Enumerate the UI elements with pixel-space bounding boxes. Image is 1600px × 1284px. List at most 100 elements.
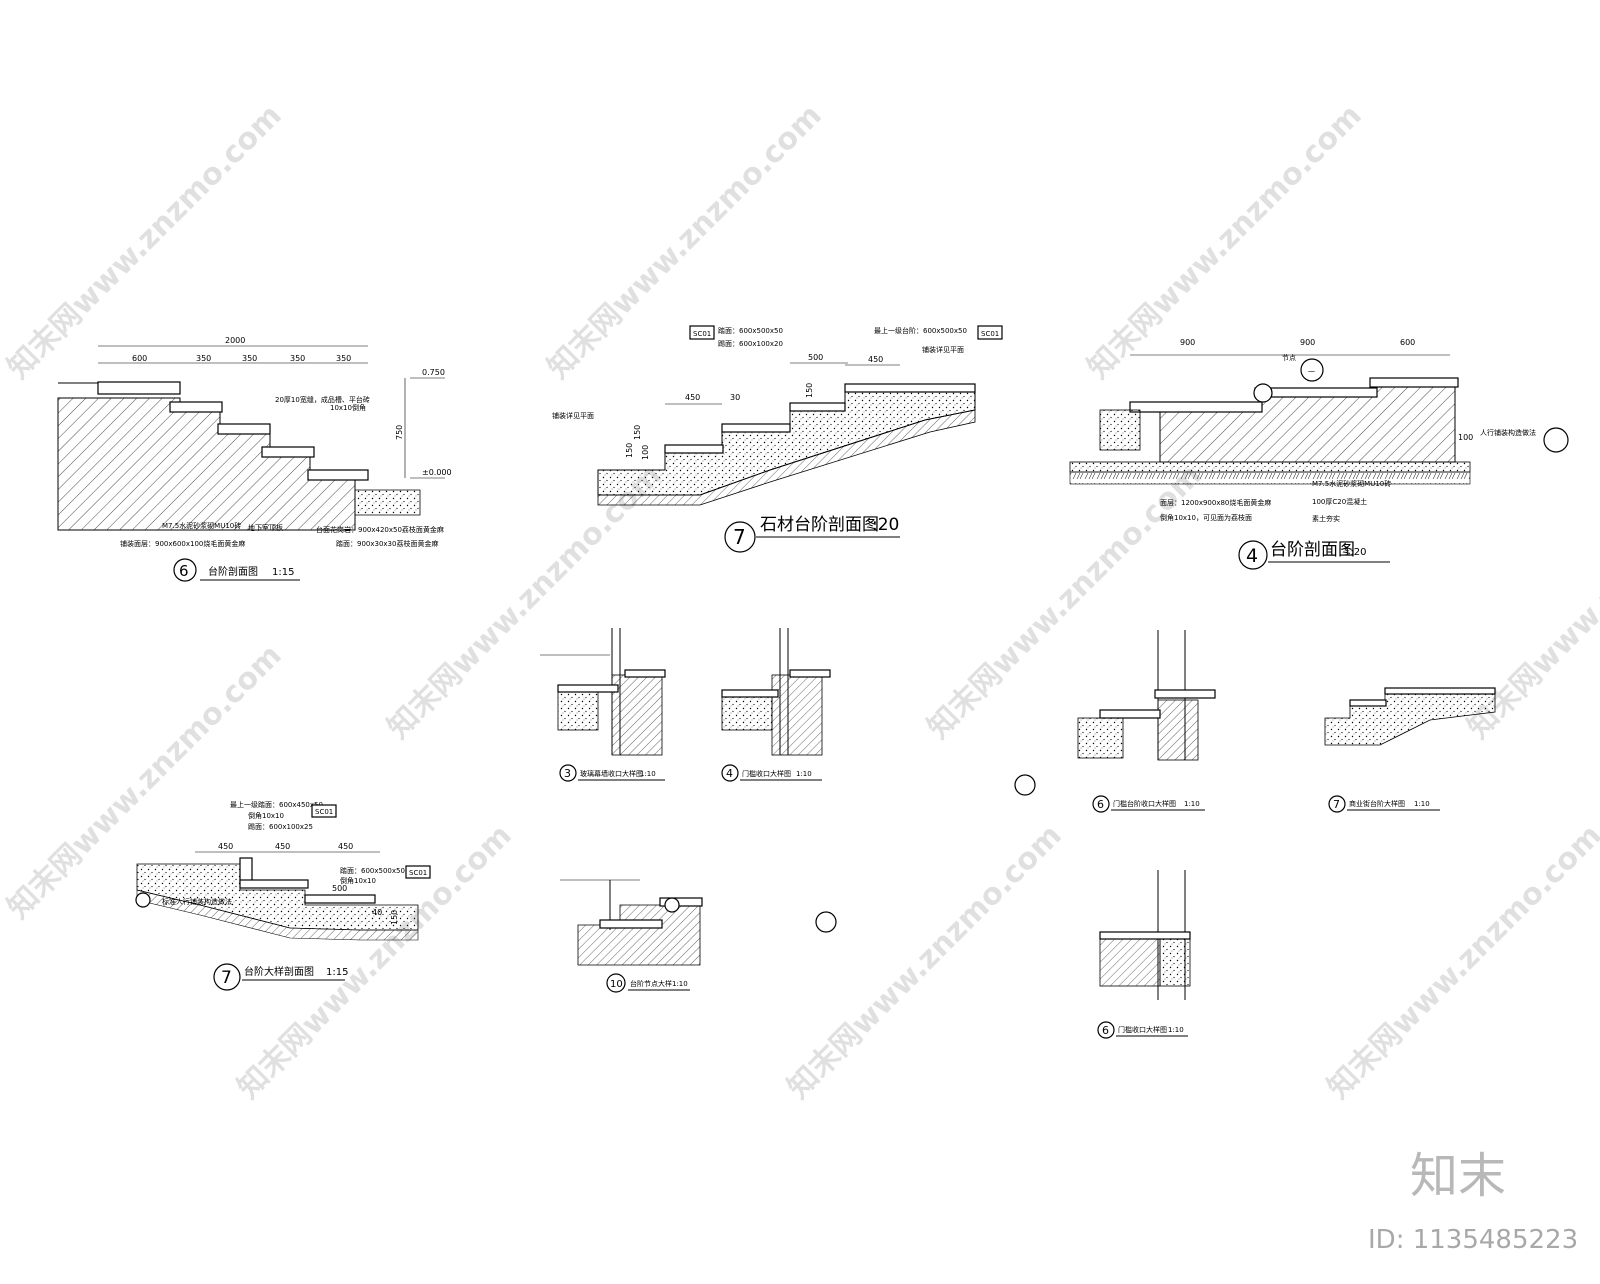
annotation: 踢面：600x100x20 — [718, 340, 783, 348]
detail-scale: 1:10 — [1414, 800, 1430, 808]
dimension-label: 450 — [338, 842, 353, 851]
detail-6-step-section: 2000 600 350 350 350 350 0.750 ±0.000 75… — [57, 336, 452, 582]
detail-number: 3 — [564, 767, 571, 780]
detail-title: 石材台阶剖面图 — [760, 515, 879, 535]
annotation: 倒角10x10 — [248, 811, 284, 820]
dimension-label: 450 — [685, 393, 700, 402]
annotation: 面层：1200x900x80烧毛面黄金麻 — [1160, 498, 1271, 507]
detail-number-circle — [724, 521, 756, 553]
detail-scale: 1:10 — [796, 770, 812, 778]
material-tag — [311, 804, 337, 818]
material-tag-label: SC01 — [981, 330, 999, 338]
annotation: 铺装面层：900x600x100烧毛面黄金麻 — [120, 539, 245, 548]
dimension-label: 350 — [196, 354, 211, 363]
detail-number: 6 — [1097, 798, 1104, 811]
level-label: 0.750 — [422, 368, 445, 377]
watermark-text: 知末网www.znzmo.com — [1081, 98, 1369, 386]
detail-number: 4 — [726, 767, 733, 780]
watermark-layer: 知末网www.znzmo.com 知末网www.znzmo.com 知末网www… — [1, 98, 1600, 1106]
annotation: 踏面：900x30x30荔枝面黄金麻 — [336, 539, 438, 548]
annotation: 地下室顶板 — [248, 523, 283, 532]
annotation: 踏面：600x500x50 — [718, 326, 783, 335]
annotation: 倒角10x10，可见面为荔枝面 — [1160, 513, 1252, 522]
material-tag-label: SC01 — [409, 869, 427, 877]
material-tag — [405, 865, 431, 879]
node-label: 节点 — [1282, 354, 1296, 362]
watermark-text: 知末网www.znzmo.com — [1, 98, 289, 386]
annotation: 台面花岗岩：900x420x50荔枝面黄金麻 — [316, 525, 444, 534]
dimension-label: 100 — [1458, 433, 1473, 442]
detail-title: 门槛收口大样图 — [742, 769, 791, 778]
dimension-label: 450 — [218, 842, 233, 851]
annotation: 最上一级台阶：600x500x50 — [874, 326, 967, 335]
detail-number-circle — [173, 558, 197, 582]
detail-scale: 1:15 — [272, 567, 294, 578]
callout-circle — [1253, 383, 1273, 403]
dimension-label: 900 — [1180, 338, 1195, 347]
watermark-text: 知末网www.znzmo.com — [1321, 818, 1600, 1106]
dimension-label: 500 — [332, 884, 347, 893]
detail-10-step-node: 10 台阶节点大样 1:10 — [560, 879, 837, 993]
callout-circle — [135, 892, 151, 908]
detail-scale: 1:10 — [1184, 800, 1200, 808]
detail-6-threshold-step: 6 门槛台阶收口大样图 1:10 — [1077, 630, 1216, 813]
dimension-label: 750 — [395, 425, 404, 440]
annotation: 100厚C20混凝土 — [1312, 497, 1367, 506]
dimension-label: 500 — [808, 353, 823, 362]
detail-scale: 1:10 — [640, 770, 656, 778]
dimension-label: 350 — [336, 354, 351, 363]
brand-logo: 知末 — [1410, 1148, 1506, 1204]
dimension-label: 450 — [868, 355, 883, 364]
annotation: 倒角10x10 — [340, 876, 376, 885]
dimension-label: 100 — [641, 445, 650, 460]
watermark-text: 知末网www.znzmo.com — [541, 98, 829, 386]
dimension-label: 150 — [633, 425, 642, 440]
detail-number-circle — [721, 764, 739, 782]
dimension-label: 150 — [805, 383, 814, 398]
detail-number: 7 — [221, 968, 232, 988]
detail-scale: 1:10 — [1168, 1026, 1184, 1034]
dimension-label: 2000 — [225, 336, 245, 345]
dimension-label: 350 — [242, 354, 257, 363]
annotation: 20厚10宽缝，成品槽、平台砖 — [275, 395, 370, 404]
material-tag — [977, 325, 1003, 340]
detail-number-circle — [213, 963, 241, 991]
detail-scale: :20 — [872, 515, 899, 535]
watermark-text: 知末网www.znzmo.com — [231, 818, 519, 1106]
level-label: ±0.000 — [422, 468, 452, 477]
detail-number-circle — [1328, 795, 1346, 813]
dimension-label: 600 — [1400, 338, 1415, 347]
detail-scale: 1:10 — [672, 980, 688, 988]
material-tag — [689, 325, 715, 340]
detail-number-circle — [1097, 1021, 1115, 1039]
annotation: 踢面：600x100x25 — [248, 823, 313, 831]
detail-4-step-section: 900 900 600 一 节点 人行铺装构造做法 100 M7.5水泥砂浆砌M… — [1069, 338, 1569, 570]
detail-number-circle — [1092, 795, 1110, 813]
detail-title: 玻璃幕墙收口大样图 — [580, 769, 643, 778]
node-ref: 一 — [1308, 368, 1315, 376]
asset-id: ID: 1135485223 — [1368, 1225, 1578, 1255]
annotation: 最上一级踏面：600x450x50 — [230, 800, 323, 809]
annotation: 人行铺装构造做法 — [1480, 428, 1536, 437]
dimension-label: 600 — [132, 354, 147, 363]
annotation: 标准人行铺装构造做法 — [162, 897, 232, 906]
detail-4-door-threshold: 4 门槛收口大样图 1:10 — [721, 628, 831, 782]
detail-number: 7 — [1333, 798, 1340, 811]
material-tag-label: SC01 — [693, 330, 711, 338]
detail-7-step-detail-section: 450 450 450 500 40 150 最上一级踏面：600x450x50… — [135, 800, 431, 991]
annotation: 铺装详见平面 — [922, 345, 964, 354]
detail-title: 台阶剖面图 — [208, 565, 258, 578]
detail-number: 4 — [1246, 545, 1258, 567]
dimension-label: 40 — [372, 908, 382, 917]
detail-scale: 1:20 — [1344, 547, 1366, 558]
detail-number: 6 — [179, 562, 189, 580]
detail-number-circle — [1238, 540, 1268, 570]
section-mark — [1014, 774, 1036, 796]
detail-title: 台阶节点大样 — [630, 979, 672, 988]
dimension-label: 350 — [290, 354, 305, 363]
detail-scale: 1:15 — [326, 967, 348, 978]
annotation: 铺装详见平面 — [552, 411, 594, 420]
detail-number: 7 — [733, 525, 746, 549]
